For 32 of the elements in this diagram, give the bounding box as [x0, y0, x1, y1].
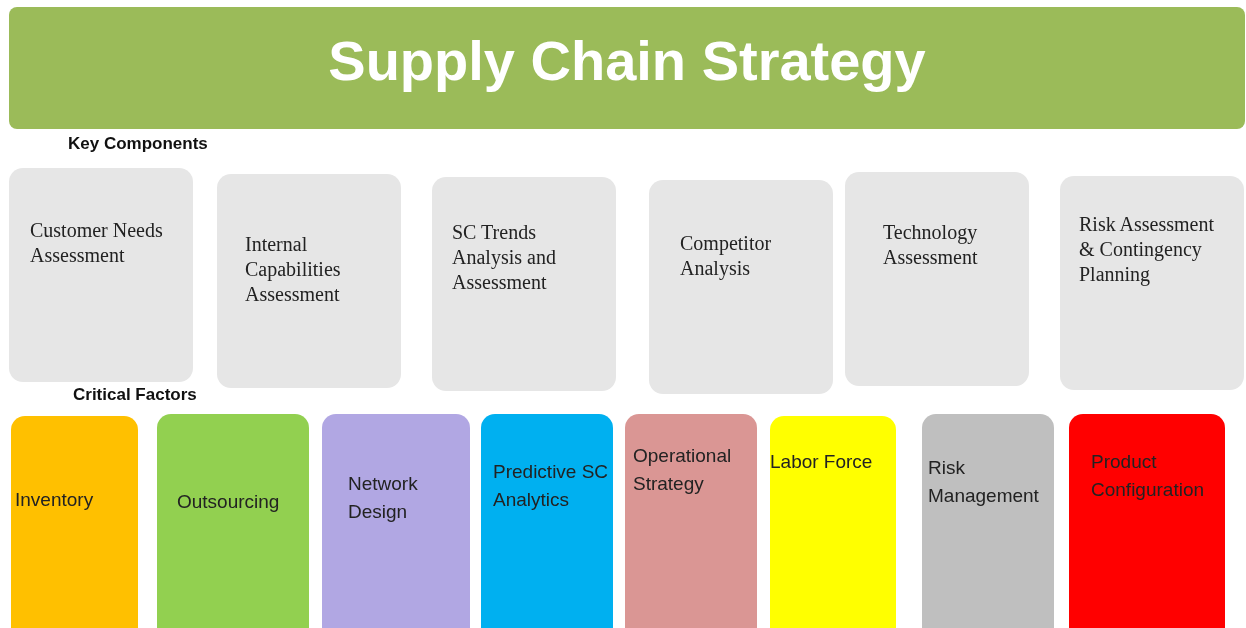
factor-text: Labor Force: [770, 450, 874, 474]
factor-card: [481, 414, 613, 628]
factor-text: Predictive SC Analytics: [493, 460, 610, 512]
factor-text: Inventory: [15, 488, 95, 512]
section-heading: Critical Factors: [73, 385, 197, 405]
factor-card: [1069, 414, 1225, 628]
component-card: [649, 180, 833, 394]
factor-card: [157, 414, 309, 628]
component-card: [432, 177, 616, 391]
factor-card: [922, 414, 1054, 628]
factor-text: Operational Strategy: [633, 444, 733, 496]
factor-text: Network Design: [348, 472, 419, 524]
factor-card: [625, 414, 757, 628]
section-heading: Key Components: [68, 134, 208, 154]
component-text: Risk Assessment & Contingency Planning: [1079, 212, 1216, 287]
component-text: SC Trends Analysis and Assessment: [452, 220, 557, 295]
component-text: Customer Needs Assessment: [30, 218, 164, 268]
component-card: [217, 174, 401, 388]
title-banner: [9, 7, 1245, 129]
factor-text: Risk Management: [928, 456, 1040, 508]
factor-card: [322, 414, 470, 628]
factor-card: [11, 416, 138, 628]
factor-text: Product Configuration: [1091, 450, 1206, 502]
component-card: [1060, 176, 1244, 390]
factor-text: Outsourcing: [177, 490, 281, 514]
component-card: [845, 172, 1029, 386]
component-card: [9, 168, 193, 382]
title-text: Supply Chain Strategy: [327, 29, 927, 93]
component-text: Competitor Analysis: [680, 231, 773, 281]
component-text: Internal Capabilities Assessment: [245, 232, 342, 307]
factor-card: [770, 416, 896, 628]
component-text: Technology Assessment: [883, 220, 979, 270]
